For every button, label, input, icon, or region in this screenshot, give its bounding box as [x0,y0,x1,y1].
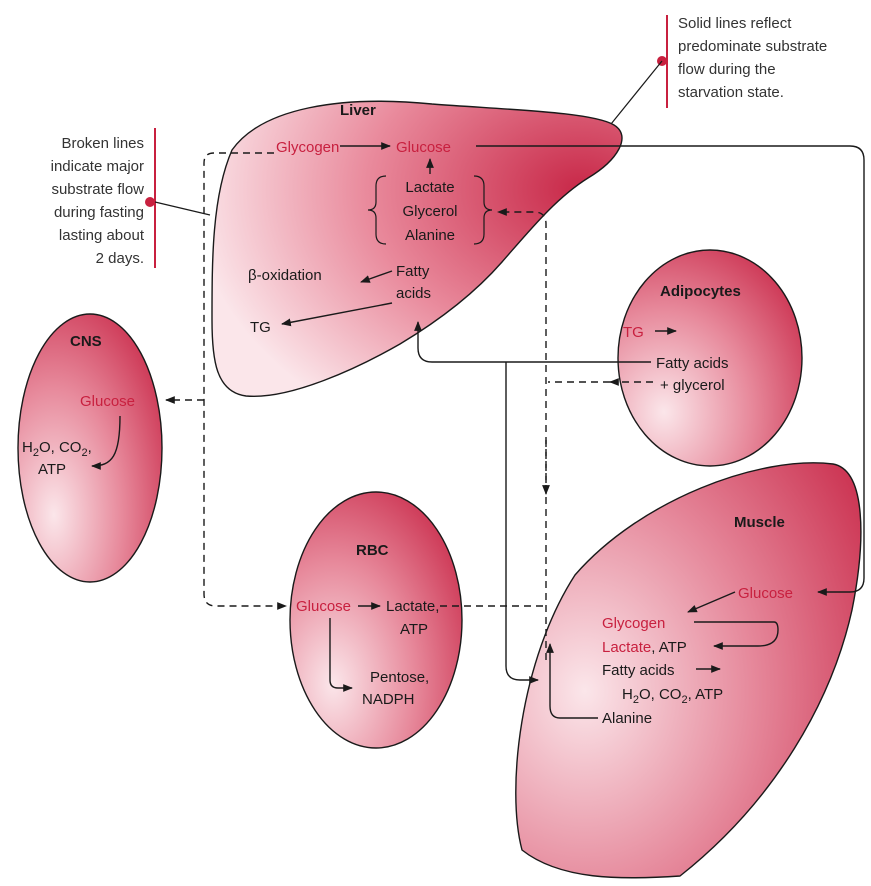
cns-title: CNS [70,333,102,350]
broken-lines-note-dot [145,197,155,207]
arrow-muscle-glucose-to-glycogen [687,591,736,613]
liver-tg: TG [250,319,271,336]
broken-note-line-1: Broken lines [61,135,144,152]
muscle-glucose: Glucose [738,585,793,602]
arrow-fatty-acids-to-muscle [505,362,539,684]
rbc-lactate: Lactate, [386,598,439,615]
adipocytes-shape [617,249,803,467]
arrow-liver-glucose-to-muscle [476,145,865,596]
solid-note-line-2: predominate substrate [678,38,827,55]
liver-labels: Liver Glycogen Glucose Lactate Glycerol … [248,102,458,336]
muscle-glycogen: Glycogen [602,615,665,632]
liver-alanine: Alanine [405,227,455,244]
solid-note-line-4: starvation state. [678,84,784,101]
dashed-muscle-to-liver-precursors [497,208,547,660]
muscle-title: Muscle [734,514,785,531]
cns-atp: ATP [38,461,66,478]
solid-note-line-3: flow during the [678,61,776,78]
liver-glycogen: Glycogen [276,139,339,156]
adipocytes-labels: Adipocytes TG Fatty acids + glycerol [623,283,741,394]
arrow-rbc-glucose-to-pentose [329,618,353,692]
arrow-fatty-acids-to-beta-oxidation [360,270,393,283]
rbc-labels: RBC Glucose Lactate, ATP Pentose, NADPH [296,542,439,708]
liver-acids: acids [396,285,431,302]
cns-labels: CNS Glucose H2O, CO2, ATP [22,333,135,478]
left-brace [367,175,387,245]
solid-note-line-1: Solid lines reflect [678,15,792,32]
arrow-glycogen-to-lactate [694,621,779,650]
arrow-alanine-up [546,643,598,719]
rbc-atp: ATP [400,621,428,638]
muscle-alanine: Alanine [602,710,652,727]
broken-note-line-5: lasting about [59,227,145,244]
muscle-labels: Muscle Glucose Glycogen Lactate, ATP Fat… [602,514,793,727]
solid-lines-note: Solid lines reflect predominate substrat… [678,15,827,101]
rbc-glucose: Glucose [296,598,351,615]
broken-note-line-4: during fasting [54,204,144,221]
liver-title: Liver [340,102,376,119]
rbc-pentose: Pentose, [370,669,429,686]
adipocytes-glycerol: + glycerol [660,377,725,394]
broken-note-line-6: 2 days. [96,250,144,267]
dashed-liver-glycogen-to-rbc [203,152,287,610]
broken-lines-pointer [154,201,211,216]
right-brace [473,175,493,245]
arrow-cns-glucose-to-atp [91,415,121,470]
adipocytes-tg: TG [623,324,644,341]
liver-glucose: Glucose [396,139,451,156]
rbc-title: RBC [356,542,389,559]
cns-shape [17,313,163,583]
cns-glucose: Glucose [80,393,135,410]
broken-lines-note: Broken lines indicate major substrate fl… [51,135,145,267]
liver-beta-oxidation: β-oxidation [248,267,322,284]
broken-note-line-3: substrate flow [51,181,144,198]
liver-lactate: Lactate [405,179,454,196]
arrow-fatty-acids-to-liver [414,321,651,363]
rbc-shape [289,491,463,749]
liver-shape [211,100,623,398]
liver-glycerol: Glycerol [402,203,457,220]
muscle-products: H2O, CO2, ATP [622,686,723,706]
adipocytes-fatty-acids: Fatty acids [656,355,729,372]
adipocytes-title: Adipocytes [660,283,741,300]
muscle-lactate-atp: Lactate, ATP [602,639,687,656]
liver-fatty: Fatty [396,263,430,280]
arrow-fatty-acids-to-tg [281,302,393,327]
cns-products: H2O, CO2, [22,439,92,459]
muscle-shape [515,462,862,879]
rbc-nadph: NADPH [362,691,415,708]
broken-note-line-2: indicate major [51,158,144,175]
muscle-fatty-acids: Fatty acids [602,662,675,679]
